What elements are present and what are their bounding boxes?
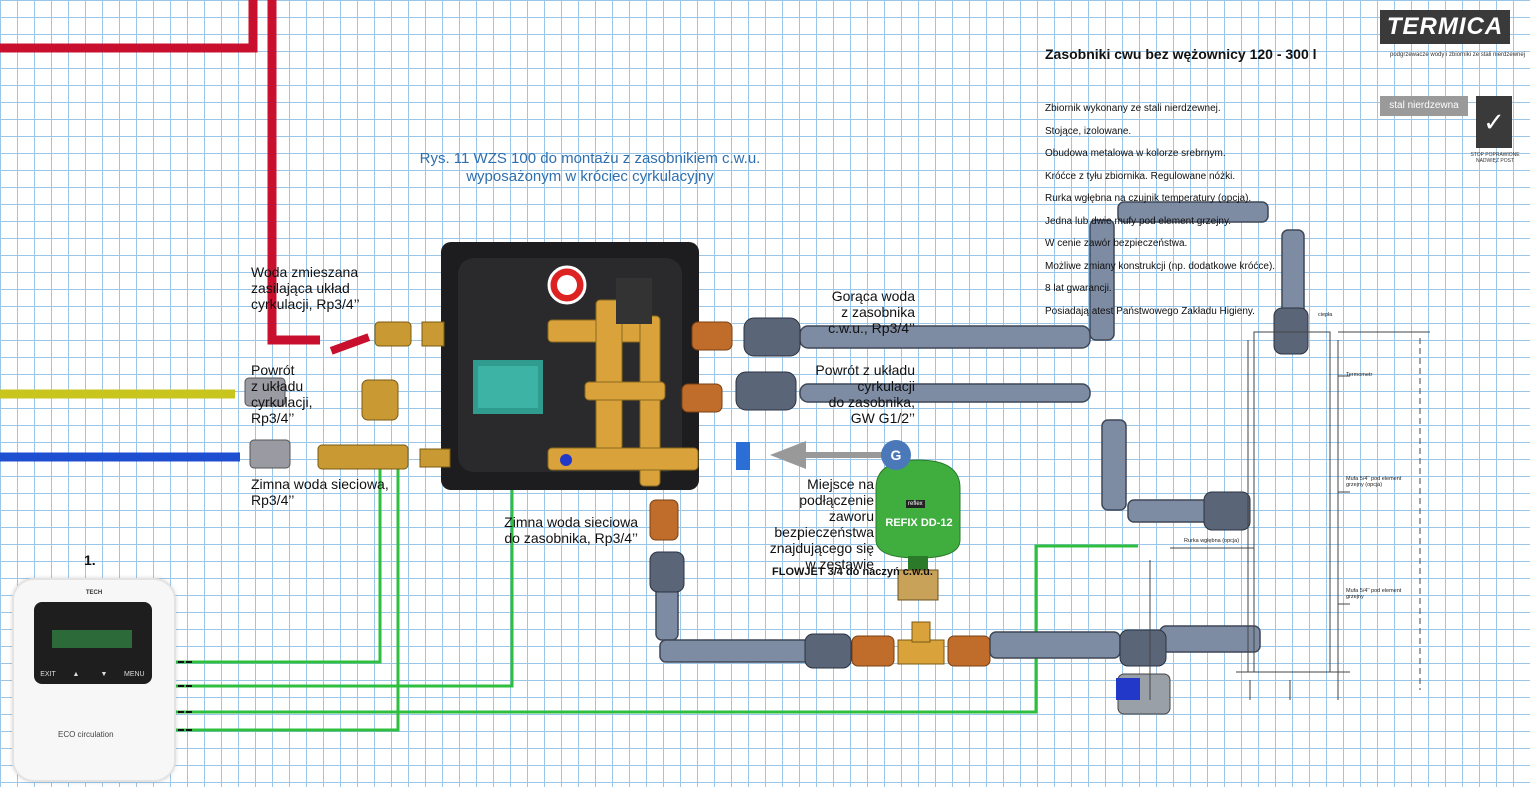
steel-pipes <box>655 201 1305 663</box>
brass-valves <box>547 299 699 487</box>
label-return-line: Powrót z układu cyrkulacji, Rp3/4’’ <box>251 362 313 426</box>
blue-fitting <box>736 442 750 470</box>
left-fittings <box>317 321 451 470</box>
caption-line-2: wyposażonym w króciec cyrkulacyjny <box>466 168 714 185</box>
spec-item: Posiadają atest Państwowego Zakładu Higi… <box>1045 305 1255 317</box>
vessel-name: REFIX DD-12 <box>885 517 953 529</box>
arrow-left-icon <box>770 441 884 469</box>
termica-subtitle: podgrzewacze wody i zbiorniki ze stali n… <box>1390 52 1526 58</box>
figure-caption: Rys. 11 WZS 100 do montażu z zasobnikiem… <box>380 150 800 186</box>
termica-logo: TERMICA <box>1380 10 1510 44</box>
valve-handle-icon <box>560 454 572 466</box>
controller-lcd <box>52 630 132 648</box>
spec-item: W cenie zawór bezpieczeństwa. <box>1045 238 1188 249</box>
tank-drawing <box>1149 331 1430 700</box>
label-cold-water-in: Zimna woda sieciowa, Rp3/4’’ <box>251 476 389 508</box>
spec-item: Stojące, izolowane. <box>1045 125 1132 137</box>
check-caption: STOP POPRAWIONE NADWIĘZ POST <box>1470 152 1520 164</box>
spec-list: Zbiornik wykonany ze stali nierdzewnej. … <box>1045 98 1275 323</box>
controller-brand: TECH <box>85 590 103 596</box>
expansion-vessel <box>875 459 961 601</box>
tank-note-heater-optional: Mufa 5/4'' pod element grzejny (opcja) <box>1346 476 1402 488</box>
number-label: 1. <box>84 552 96 568</box>
left-couplings <box>244 377 291 469</box>
caption-line-1: Rys. 11 WZS 100 do montażu z zasobnikiem… <box>419 150 761 167</box>
label-valve-place: Miejsce na podłączenie zaworu bezpieczeń… <box>769 476 874 572</box>
spec-item: Obudowa metalowa w kolorze srebrnym. <box>1045 148 1226 159</box>
motor-icon <box>616 278 652 324</box>
spec-item: Możliwe zmiany konstrukcji (np. dodatkow… <box>1045 260 1276 272</box>
tee-fitting <box>897 639 945 665</box>
spec-item: Zbiornik wykonany ze stali nierdzewnej. <box>1045 103 1221 114</box>
label-cold-water-to-tank: Zimna woda sieciowa do zasobnika, Rp3/4’… <box>504 514 638 546</box>
label-hot-water: Gorąca woda z zasobnika c.w.u., Rp3/4’’ <box>828 288 915 336</box>
controller-screen: EXIT ▲ ▼ MENU <box>34 602 152 684</box>
spec-item: 8 lat gwarancji. <box>1045 283 1112 294</box>
exit-button[interactable]: EXIT <box>40 671 56 678</box>
down-button[interactable]: ▼ <box>100 671 108 678</box>
check-icon: ✓ <box>1476 96 1512 148</box>
spec-item: Rurka wgłębna na czujnik temperatury (op… <box>1045 193 1252 204</box>
tank-note-hot: ciepła <box>1318 312 1333 318</box>
eco-controller: TECH EXIT ▲ ▼ MENU ECO circulation <box>12 578 176 782</box>
menu-button[interactable]: MENU <box>124 671 145 678</box>
tank-note-heater: Mufa 5/4'' pod element grzejny <box>1346 588 1402 600</box>
vessel-brand: reflex <box>906 500 925 508</box>
copper-fittings <box>649 321 991 667</box>
tank-note-thermometer: Termometr <box>1346 372 1373 378</box>
eco-logo: ECO circulation <box>58 730 114 739</box>
g-marker: G <box>881 440 911 470</box>
label-flowjet: FLOWJET 3/4 do naczyń c.w.u. <box>772 566 933 578</box>
label-mixed-water: Woda zmieszana zasilająca układ cyrkulac… <box>251 264 360 312</box>
spec-title: Zasobniki cwu bez wężownicy 120 - 300 l <box>1045 46 1317 62</box>
spec-item: Króćce z tyłu zbiornika. Regulowane nóżk… <box>1045 170 1236 182</box>
stainless-steel-badge: stal nierdzewna <box>1380 96 1468 116</box>
spec-item: Jedna lub dwie mufy pod element grzejny. <box>1045 215 1232 227</box>
label-return-to-tank: Powrót z układu cyrkulacji do zasobnika,… <box>815 362 915 426</box>
red-valve-handle <box>329 333 371 355</box>
hot-pipe-red <box>0 0 320 345</box>
up-button[interactable]: ▲ <box>72 671 80 678</box>
wire-ends <box>178 661 192 731</box>
tank-note-sensor-pipe: Rurka wgłębna (opcja) <box>1184 538 1240 544</box>
steel-couplings <box>649 307 1309 669</box>
